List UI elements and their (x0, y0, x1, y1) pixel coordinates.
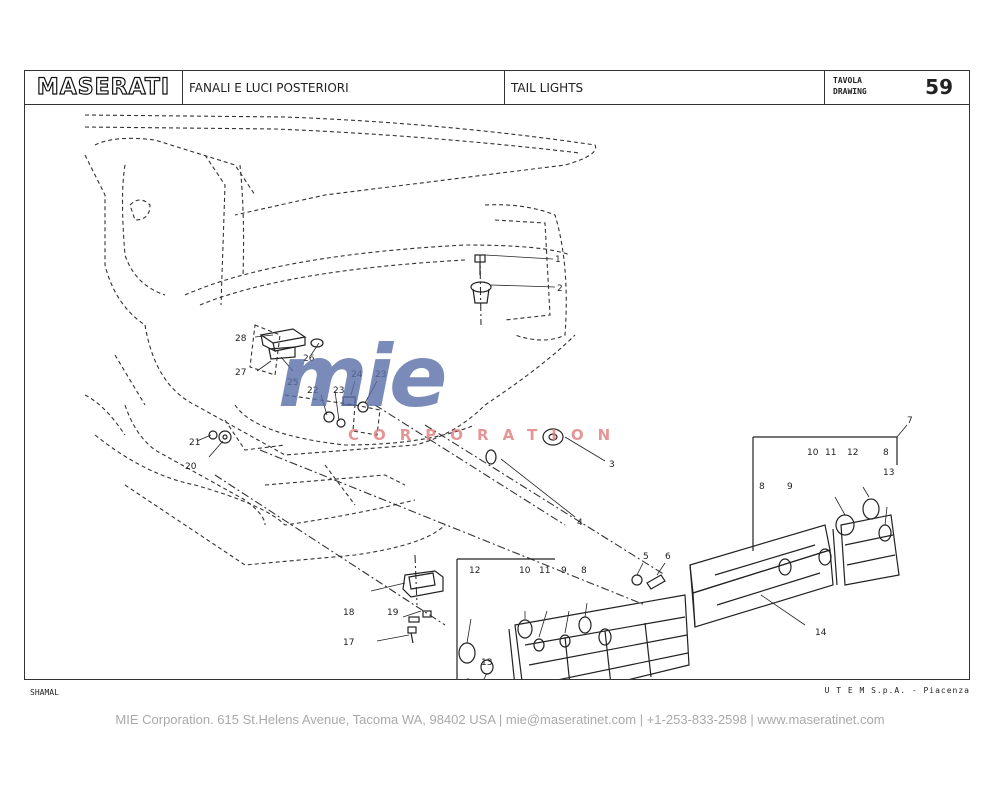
drawing-number: 59 (925, 75, 953, 99)
callout-7: 7 (907, 416, 913, 426)
callout-8: 8 (883, 448, 889, 458)
callout-11-left: 11 (539, 566, 550, 576)
callout-17: 17 (343, 638, 354, 648)
callout-10-left: 10 (519, 566, 531, 576)
brand-text: MASERATI (36, 74, 171, 100)
callout-1: 1 (555, 255, 561, 265)
callout-6: 6 (665, 552, 671, 562)
callout-8-lower: 8 (465, 678, 471, 679)
contact-line: MIE Corporation. 615 St.Helens Avenue, T… (115, 712, 885, 727)
callout-21: 21 (189, 438, 200, 448)
callout-24: 24 (351, 370, 363, 380)
drawing-sheet: MASERATI FANALI E LUCI POSTERIORI TAIL L… (24, 70, 970, 680)
title-block: MASERATI FANALI E LUCI POSTERIORI TAIL L… (25, 71, 969, 105)
callout-28: 28 (235, 334, 247, 344)
callout-3: 3 (609, 460, 615, 470)
callout-20: 20 (185, 462, 197, 472)
callout-27: 27 (235, 368, 246, 378)
callout-8-box: 8 (759, 482, 765, 492)
callout-8-left: 8 (581, 566, 587, 576)
callout-9: 9 (787, 482, 793, 492)
callout-22: 22 (307, 386, 318, 396)
callout-13: 13 (883, 468, 894, 478)
callout-18: 18 (343, 608, 355, 618)
model-label: SHAMAL (30, 688, 59, 697)
callout-numbers: 1 2 3 4 5 6 7 8 9 10 11 12 13 14 15 16 1… (185, 255, 913, 679)
callout-4: 4 (577, 518, 583, 528)
callout-23-alt: 23 (333, 386, 344, 396)
callout-2: 2 (557, 284, 563, 294)
maserati-logo: MASERATI (25, 71, 183, 104)
callout-11: 11 (825, 448, 836, 458)
exploded-parts-diagram: 1 2 3 4 5 6 7 8 9 10 11 12 13 14 15 16 1… (84, 114, 913, 679)
callout-26: 26 (303, 354, 315, 364)
callout-10: 10 (807, 448, 819, 458)
callout-23: 23 (375, 370, 386, 380)
title-italian: FANALI E LUCI POSTERIORI (183, 71, 505, 104)
title-english: TAIL LIGHTS (505, 71, 825, 104)
callout-9-left: 9 (561, 566, 567, 576)
callout-12-left: 12 (469, 566, 480, 576)
maker-label: U T E M S.p.A. - Piacenza (824, 686, 970, 695)
callout-13-left: 13 (481, 658, 492, 668)
callout-12: 12 (847, 448, 858, 458)
callout-5: 5 (643, 552, 649, 562)
callout-14: 14 (815, 628, 827, 638)
callout-19: 19 (387, 608, 399, 618)
drawing-label: DRAWING (833, 87, 867, 96)
callout-25: 25 (287, 378, 298, 388)
tavola-label: TAVOLA (833, 76, 862, 85)
drawing-number-cell: TAVOLA DRAWING 59 (825, 71, 971, 104)
